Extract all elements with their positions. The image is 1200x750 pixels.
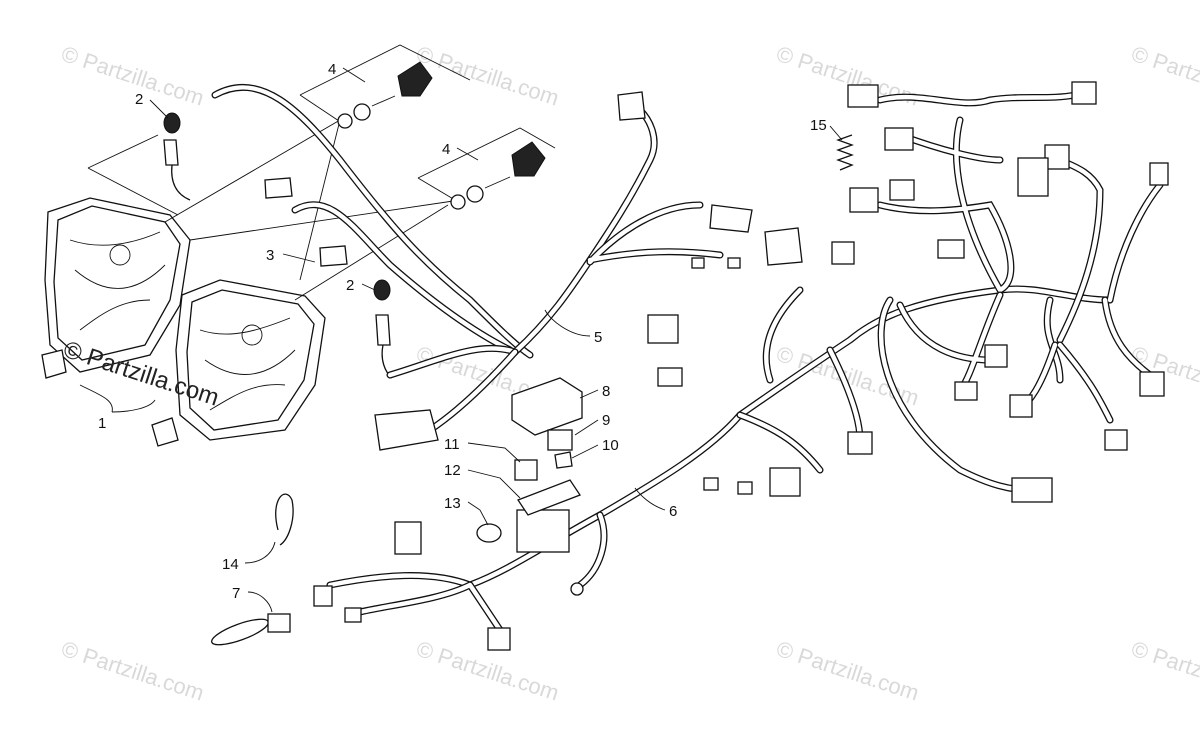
- callout-9: 9: [602, 412, 610, 429]
- callout-8: 8: [602, 383, 610, 400]
- callout-4-lower: 4: [442, 141, 450, 158]
- callout-2-upper: 2: [135, 91, 143, 108]
- headlight-adjuster-lower: [450, 141, 546, 210]
- callout-5: 5: [594, 329, 602, 346]
- callout-2-lower: 2: [346, 277, 354, 294]
- main-wiring-harness: [211, 83, 803, 451]
- relay-and-fuse-parts: [476, 377, 583, 543]
- watermark-tile: © Partzilla.com: [58, 41, 207, 111]
- callout-1: 1: [98, 415, 106, 432]
- headlight-adjuster-upper: [337, 61, 433, 129]
- watermark-tile: © Partzilla.com: [1128, 636, 1200, 706]
- callout-14: 14: [222, 556, 239, 573]
- callout-labels: 1 2 2 3 4 4 5 6 7 8 9 10 11 12 13 14 15: [79, 61, 843, 613]
- headlight-assembly-left: [41, 197, 191, 379]
- ground-lead-part-7: [211, 613, 291, 646]
- headlight-assembly-right: [151, 279, 326, 447]
- bulb-socket-lower: [373, 279, 393, 379]
- callout-10: 10: [602, 437, 619, 454]
- callout-6: 6: [669, 503, 677, 520]
- callout-13: 13: [444, 495, 461, 512]
- chassis-wiring-harness: [326, 91, 1164, 634]
- watermark-tile: © Partzilla.com: [58, 636, 207, 706]
- spring-part-15: [836, 134, 854, 171]
- watermark-tile: © Partzilla.com: [773, 636, 922, 706]
- watermark-tile: © Partzilla.com: [1128, 41, 1200, 111]
- callout-15: 15: [810, 117, 827, 134]
- callout-3: 3: [266, 247, 274, 264]
- cable-tie-part-14: [275, 493, 294, 546]
- assembly-guide-lines: [87, 44, 556, 301]
- harness-connectors: [313, 81, 1169, 651]
- callout-4-upper: 4: [328, 61, 336, 78]
- callout-11: 11: [444, 436, 460, 453]
- bulb-socket-upper: [163, 112, 191, 201]
- watermark-tile: © Partzilla.com: [413, 41, 562, 111]
- headlight-bulbs: [264, 177, 348, 267]
- callout-7: 7: [232, 585, 240, 602]
- callout-12: 12: [444, 462, 461, 479]
